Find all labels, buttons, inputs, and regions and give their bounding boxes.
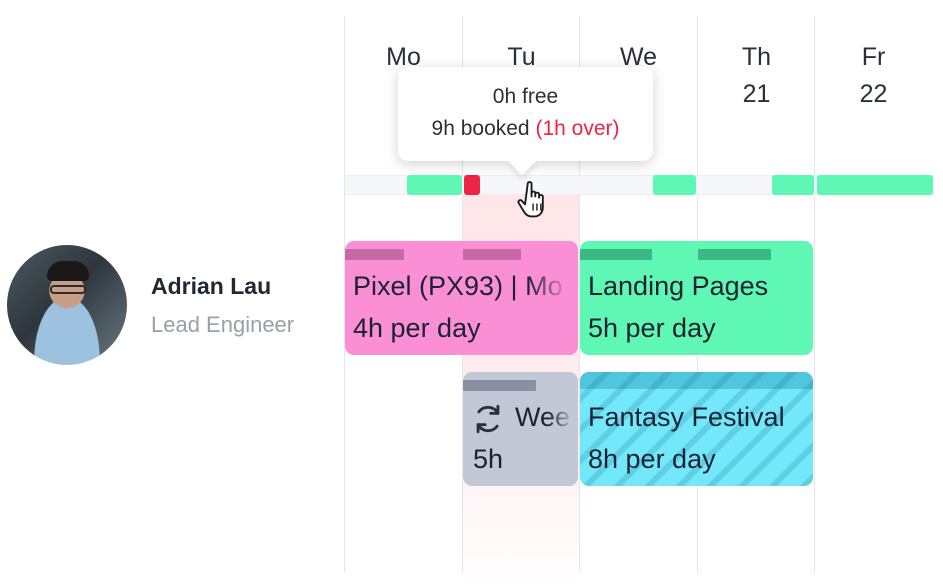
day-of-week: Th <box>741 43 772 71</box>
capacity-bar-tu-over[interactable] <box>464 175 480 195</box>
day-of-month: 22 <box>859 80 888 108</box>
task-tag <box>580 372 813 389</box>
person-role: Lead Engineer <box>151 312 295 337</box>
hand-cursor-icon <box>517 181 544 218</box>
tooltip-booked: 9h booked <box>431 117 530 140</box>
day-of-week: Fr <box>861 43 886 71</box>
capacity-bar-mo[interactable] <box>407 175 462 195</box>
person-name: Adrian Lau <box>151 273 272 299</box>
capacity-bar-th[interactable] <box>772 175 814 195</box>
grid-line <box>579 16 580 572</box>
grid-line <box>344 16 345 572</box>
task-card-pixel[interactable]: Pixel (PX93) | Mo 4h per day <box>345 241 578 355</box>
task-card-fantasy-festival[interactable]: Fantasy Festival 8h per day <box>580 372 813 486</box>
task-tag <box>463 380 536 391</box>
avatar[interactable] <box>7 245 127 365</box>
task-hours: 5h <box>473 444 504 474</box>
capacity-bar-fr[interactable] <box>817 175 933 195</box>
capacity-bar-we[interactable] <box>653 175 696 195</box>
task-hours: 5h per day <box>588 313 716 343</box>
tooltip-over: (1h over) <box>535 117 620 140</box>
task-tag <box>698 249 771 260</box>
tooltip-free: 0h free <box>492 85 559 108</box>
grid-line <box>814 16 815 572</box>
day-header-fr: Fr 22 <box>815 40 932 114</box>
day-header-th: Th 21 <box>698 40 815 114</box>
task-tag <box>463 249 521 260</box>
task-title: Pixel (PX93) | Mo <box>353 271 563 301</box>
sync-icon <box>476 404 500 434</box>
task-hours: 8h per day <box>588 444 716 474</box>
task-card-landing-pages[interactable]: Landing Pages 5h per day <box>580 241 813 355</box>
capacity-tooltip: 0h free 9h booked (1h over) <box>398 67 653 161</box>
task-card-weekly[interactable]: Wee 5h <box>463 372 578 486</box>
task-tag <box>580 249 652 260</box>
task-title: Landing Pages <box>588 271 769 301</box>
day-of-month: 21 <box>742 80 771 108</box>
tooltip-booked-line: 9h booked (1h over) <box>398 117 653 141</box>
task-hours: 4h per day <box>353 313 481 343</box>
task-title: Fantasy Festival <box>588 402 785 432</box>
task-tag <box>345 249 404 260</box>
